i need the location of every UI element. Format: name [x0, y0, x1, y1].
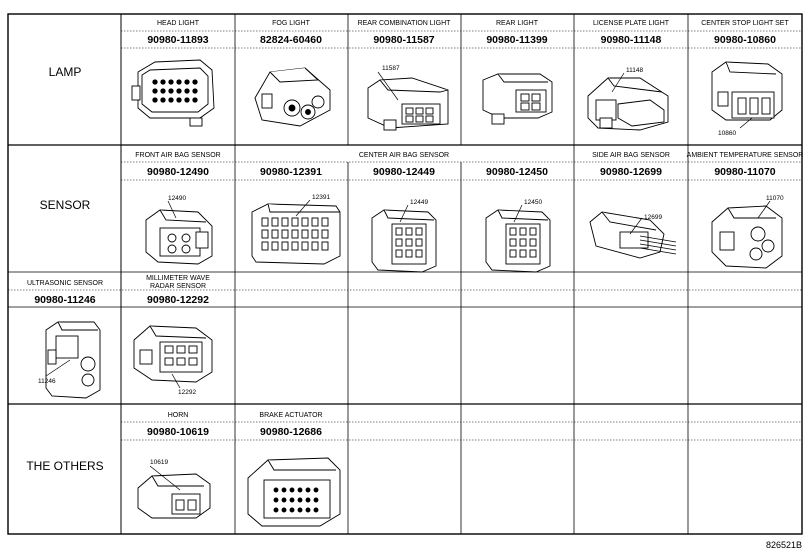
- center-air-bag-sensor-12391-callout: 12391: [312, 194, 330, 201]
- side-air-bag-sensor-callout: 12699: [644, 214, 662, 221]
- lamp-row: HEAD LIGHT 90980-11893 FOG LIGHT 82824-6…: [147, 20, 789, 46]
- millimeter-wave-radar-sensor-label-1: MILLIMETER WAVE: [146, 275, 210, 282]
- ultrasonic-sensor-label: ULTRASONIC SENSOR: [27, 280, 103, 287]
- horn-callout: 10619: [150, 459, 168, 466]
- center-stop-light-set-label: CENTER STOP LIGHT SET: [701, 20, 789, 27]
- side-air-bag-sensor-connector-drawing: [589, 211, 677, 259]
- horn-connector-drawing: [137, 465, 211, 519]
- horn-part-number: 90980-10619: [147, 426, 209, 438]
- front-air-bag-sensor-callout: 12490: [168, 195, 186, 202]
- millimeter-wave-radar-sensor-callout: 12292: [178, 389, 196, 396]
- rear-light-label: REAR LIGHT: [496, 20, 539, 27]
- center-stop-light-set-connector-drawing: [711, 61, 783, 129]
- center-air-bag-sensor-part-number-3: 90980-12450: [486, 166, 548, 178]
- rear-combination-light-label: REAR COMBINATION LIGHT: [358, 20, 452, 27]
- center-air-bag-sensor-label: CENTER AIR BAG SENSOR: [359, 152, 449, 159]
- center-air-bag-sensor-12450-callout: 12450: [524, 199, 542, 206]
- center-stop-light-set-part-number: 90980-10860: [714, 34, 776, 46]
- category-others: THE OTHERS: [26, 459, 103, 473]
- brake-actuator-connector-drawing: [247, 457, 341, 527]
- rear-combination-light-connector-drawing: [367, 71, 449, 131]
- millimeter-wave-radar-sensor-label-2: RADAR SENSOR: [150, 283, 206, 290]
- license-plate-light-connector-drawing: [587, 72, 669, 131]
- fog-light-label: FOG LIGHT: [272, 20, 310, 27]
- rear-combination-light-part-number: 90980-11587: [373, 34, 434, 46]
- millimeter-wave-radar-sensor-connector-drawing: [133, 325, 213, 389]
- license-plate-light-callout: 11148: [626, 67, 643, 74]
- front-air-bag-sensor-label: FRONT AIR BAG SENSOR: [135, 152, 220, 159]
- license-plate-light-label: LICENSE PLATE LIGHT: [593, 20, 670, 27]
- head-light-connector-drawing: [131, 59, 215, 127]
- horn-label: HORN: [168, 412, 189, 419]
- side-air-bag-sensor-label: SIDE AIR BAG SENSOR: [592, 152, 670, 159]
- sensor-row: FRONT AIR BAG SENSOR 90980-12490 CENTER …: [135, 152, 803, 178]
- center-stop-light-set-callout: 10860: [718, 130, 736, 137]
- fog-light-connector-drawing: [254, 67, 331, 127]
- rear-light-part-number: 90980-11399: [486, 34, 547, 46]
- center-air-bag-sensor-12450-drawing: [485, 204, 551, 273]
- front-air-bag-sensor-part-number: 90980-12490: [147, 166, 209, 178]
- license-plate-light-part-number: 90980-11148: [601, 34, 662, 46]
- front-air-bag-sensor-connector-drawing: [145, 200, 213, 265]
- ultrasonic-sensor-callout: 11246: [38, 378, 56, 385]
- category-lamp: LAMP: [49, 65, 82, 79]
- category-sensor: SENSOR: [40, 198, 91, 212]
- center-air-bag-sensor-12391-drawing: [251, 199, 341, 265]
- head-light-part-number: 90980-11893: [147, 34, 208, 46]
- ambient-temperature-sensor-callout: 11070: [766, 195, 784, 202]
- ultrasonic-sensor-connector-drawing: [45, 321, 101, 399]
- fog-light-part-number: 82824-60460: [260, 34, 322, 46]
- ultrasonic-sensor-part-number: 90980-11246: [34, 294, 95, 306]
- table-grid: [7, 13, 803, 535]
- side-air-bag-sensor-part-number: 90980-12699: [600, 166, 662, 178]
- center-air-bag-sensor-part-number-1: 90980-12391: [260, 166, 322, 178]
- brake-actuator-label: BRAKE ACTUATOR: [259, 412, 322, 419]
- ambient-temperature-sensor-label: AMBIENT TEMPERATURE SENSOR: [687, 152, 804, 159]
- center-air-bag-sensor-part-number-2: 90980-12449: [373, 166, 435, 178]
- millimeter-wave-radar-sensor-part-number: 90980-12292: [147, 294, 209, 306]
- center-air-bag-sensor-12449-callout: 12449: [410, 199, 428, 206]
- rear-combination-light-callout: 11587: [382, 65, 400, 72]
- rear-light-connector-drawing: [482, 73, 553, 125]
- ambient-temperature-sensor-connector-drawing: [711, 200, 783, 269]
- center-air-bag-sensor-12449-drawing: [371, 204, 437, 273]
- brake-actuator-part-number: 90980-12686: [260, 426, 322, 438]
- figure-id: 826521B: [766, 540, 802, 550]
- head-light-label: HEAD LIGHT: [157, 20, 200, 27]
- ambient-temperature-sensor-part-number: 90980-11070: [714, 166, 775, 178]
